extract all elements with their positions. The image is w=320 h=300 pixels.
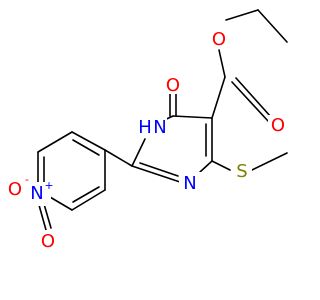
nh-nitrogen-label: N bbox=[153, 117, 166, 138]
bond-ph-1 bbox=[71, 131, 106, 151]
bond-carbonyl-double-b bbox=[235, 77, 272, 118]
sulfur-label: S bbox=[236, 161, 247, 182]
bond-ph-2 bbox=[37, 131, 73, 153]
carbonyl-oxygen-label: O bbox=[271, 115, 285, 136]
bond-ph-inner-3 bbox=[72, 186, 100, 203]
bond-nitro-o-bottom-b bbox=[43, 203, 52, 229]
bond-nitro-o-bottom-a bbox=[38, 204, 47, 231]
bond-ph-inner-1 bbox=[72, 139, 100, 156]
nh-hydrogen-label: H bbox=[138, 117, 152, 138]
nitro-oxygen-left-label: O bbox=[8, 179, 22, 200]
bond-n1-c2 bbox=[131, 138, 146, 167]
bond-o-carbonyl-c bbox=[218, 49, 226, 78]
nitro-nitrogen-label: N bbox=[30, 183, 43, 204]
bond-n3-c2-b bbox=[139, 162, 179, 177]
bond-ph-5 bbox=[71, 189, 106, 211]
bond-c6-c5 bbox=[172, 115, 213, 119]
atom-label-layer: O O O H N N S N + O - O bbox=[5, 29, 288, 252]
nitro-nitrogen-charge: + bbox=[44, 179, 53, 192]
bond-c4-n3 bbox=[199, 160, 213, 173]
bond-ethyl-ch3 bbox=[257, 9, 288, 43]
bond-c2-phenyl bbox=[104, 149, 133, 167]
structure-diagram: O O O H N N S N + O - O bbox=[5, 9, 288, 252]
bond-carbonyl-double-a bbox=[231, 81, 269, 122]
bond-layer bbox=[26, 9, 288, 231]
molecule-canvas: O O O H N N S N + O - O bbox=[5, 9, 288, 252]
bond-c4-s bbox=[211, 160, 231, 171]
nitro-oxygen-bottom-label: O bbox=[41, 231, 55, 252]
ring-nitrogen-label: N bbox=[183, 173, 196, 194]
nitro-oxygen-left-charge: - bbox=[25, 173, 29, 186]
bond-ethyl-ch2-o bbox=[225, 9, 259, 21]
ring-oxo-oxygen-label: O bbox=[166, 75, 180, 96]
bond-s-ch3 bbox=[251, 152, 288, 171]
ester-oxygen-label: O bbox=[212, 29, 226, 50]
bond-n3-c2-a bbox=[131, 165, 181, 183]
bond-c5-carbonyl bbox=[211, 76, 226, 119]
